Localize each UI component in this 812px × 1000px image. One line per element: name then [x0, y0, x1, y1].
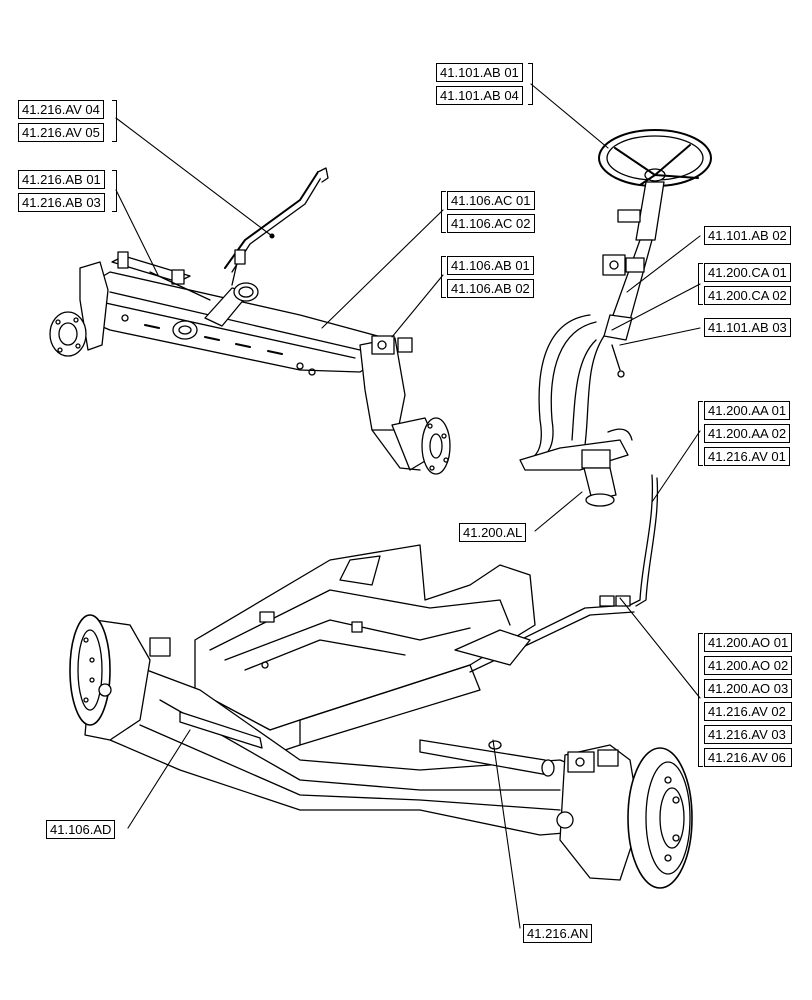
- group-bracket: [698, 263, 703, 305]
- callout-axle-ac: 41.106.AC 01 41.106.AC 02: [441, 191, 535, 237]
- part-label[interactable]: 41.216.AV 03: [704, 725, 793, 744]
- part-label[interactable]: 41.200.CA 01: [704, 263, 791, 282]
- callout-column-ca: 41.200.CA 01 41.200.CA 02: [698, 263, 791, 309]
- group-bracket: [698, 633, 703, 767]
- part-label[interactable]: 41.216.AV 05: [18, 123, 104, 142]
- callout-axle-ad: 41.106.AD: [46, 820, 116, 843]
- leader-lines: [115, 83, 701, 929]
- callout-hoses-aa: 41.200.AA 01 41.200.AA 02 41.216.AV 01: [698, 401, 791, 470]
- part-label[interactable]: 41.106.AD: [46, 820, 116, 839]
- group-bracket: [112, 100, 117, 142]
- part-label[interactable]: 41.106.AB 01: [447, 256, 534, 275]
- callout-cylinder-an: 41.216.AN: [523, 924, 593, 947]
- part-label[interactable]: 41.200.AO 01: [704, 633, 793, 652]
- callout-column-ab03: 41.101.AB 03: [704, 318, 791, 341]
- part-label[interactable]: 41.200.AA 01: [704, 401, 791, 420]
- part-label[interactable]: 41.101.AB 01: [436, 63, 523, 82]
- steering-wheel-column-drawing: [598, 129, 712, 378]
- callout-axle-ab: 41.106.AB 01 41.106.AB 02: [441, 256, 534, 302]
- part-label[interactable]: 41.106.AC 01: [447, 191, 535, 210]
- callout-lines-ao: 41.200.AO 01 41.200.AO 02 41.200.AO 03 4…: [698, 633, 793, 771]
- part-label[interactable]: 41.101.AB 04: [436, 86, 523, 105]
- upper-front-axle-drawing: [49, 167, 451, 475]
- part-label[interactable]: 41.200.CA 02: [704, 286, 791, 305]
- part-label[interactable]: 41.216.AV 01: [704, 447, 791, 466]
- callout-column-ab02: 41.101.AB 02: [704, 226, 791, 249]
- part-label[interactable]: 41.200.AO 03: [704, 679, 793, 698]
- part-label[interactable]: 41.101.AB 02: [704, 226, 791, 245]
- part-label[interactable]: 41.216.AV 06: [704, 748, 793, 767]
- part-label[interactable]: 41.200.AA 02: [704, 424, 791, 443]
- hydraulic-hoses-drawing: [464, 314, 659, 673]
- group-bracket: [698, 401, 703, 466]
- part-label[interactable]: 41.216.AB 03: [18, 193, 105, 212]
- group-bracket: [528, 63, 533, 105]
- part-label[interactable]: 41.216.AN: [523, 924, 593, 943]
- group-bracket: [441, 256, 446, 298]
- part-label[interactable]: 41.106.AC 02: [447, 214, 535, 233]
- part-label[interactable]: 41.106.AB 02: [447, 279, 534, 298]
- lower-chassis-axle-drawing: [69, 544, 693, 889]
- callout-orbitrol-al: 41.200.AL: [459, 523, 527, 546]
- callout-tie-rod-ab: 41.216.AB 01 41.216.AB 03: [18, 170, 117, 216]
- callout-tie-rod-av: 41.216.AV 04 41.216.AV 05: [18, 100, 117, 146]
- group-bracket: [112, 170, 117, 212]
- callout-steering-wheel: 41.101.AB 01 41.101.AB 04: [436, 63, 533, 109]
- part-label[interactable]: 41.200.AO 02: [704, 656, 793, 675]
- part-label[interactable]: 41.200.AL: [459, 523, 527, 542]
- group-bracket: [441, 191, 446, 233]
- part-label[interactable]: 41.216.AV 02: [704, 702, 793, 721]
- part-label[interactable]: 41.101.AB 03: [704, 318, 791, 337]
- part-label[interactable]: 41.216.AV 04: [18, 100, 104, 119]
- part-label[interactable]: 41.216.AB 01: [18, 170, 105, 189]
